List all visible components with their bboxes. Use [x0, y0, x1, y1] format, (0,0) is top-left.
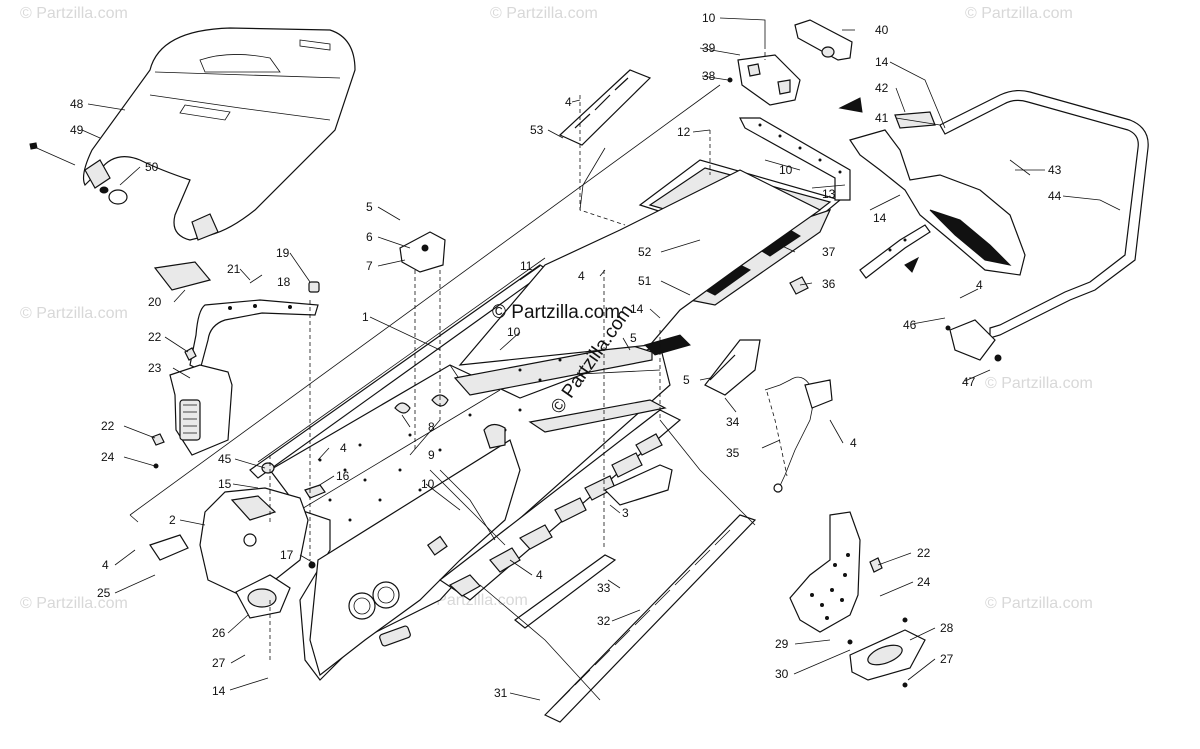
callout-4: 4: [578, 269, 585, 283]
callout-34: 34: [726, 415, 740, 429]
callout-7: 7: [366, 259, 373, 273]
callout-44: 44: [1048, 189, 1062, 203]
callout-10: 10: [421, 477, 435, 491]
callout-52: 52: [638, 245, 652, 259]
callout-10: 10: [779, 163, 793, 177]
callout-9: 9: [428, 448, 435, 462]
lower-right-parts: [514, 339, 926, 723]
callout-27: 27: [940, 652, 954, 666]
callout-24: 24: [101, 450, 115, 464]
callout-50: 50: [145, 160, 159, 174]
callout-16: 16: [336, 469, 350, 483]
callout-26: 26: [212, 626, 226, 640]
alignment-lines: [269, 45, 766, 701]
callout-22: 22: [917, 546, 931, 560]
callout-53: 53: [530, 123, 544, 137]
callout-10: 10: [702, 11, 716, 25]
callout-3: 3: [622, 506, 629, 520]
upper-right-parts: [727, 19, 1149, 362]
watermark: © Partzilla.com: [20, 5, 128, 22]
callout-2: 2: [169, 513, 176, 527]
callout-47: 47: [962, 375, 976, 389]
callout-4: 4: [565, 95, 572, 109]
callout-38: 38: [702, 69, 716, 83]
callout-4: 4: [976, 278, 983, 292]
callout-17: 17: [280, 548, 294, 562]
callout-22: 22: [148, 330, 162, 344]
callout-13: 13: [822, 187, 836, 201]
watermark-layer: © Partzilla.com © Partzilla.com © Partzi…: [20, 5, 1093, 612]
callout-41: 41: [875, 111, 889, 125]
callout-31: 31: [494, 686, 508, 700]
callout-6: 6: [366, 230, 373, 244]
callout-5: 5: [366, 200, 373, 214]
callout-30: 30: [775, 667, 789, 681]
tunnel-chassis: [249, 257, 682, 681]
seat-fasteners: [29, 142, 128, 205]
callout-4: 4: [850, 436, 857, 450]
callout-4: 4: [102, 558, 109, 572]
callout-14: 14: [212, 684, 226, 698]
callout-51: 51: [638, 274, 652, 288]
callout-33: 33: [597, 581, 611, 595]
callout-39: 39: [702, 41, 716, 55]
watermark: © Partzilla.com: [20, 595, 128, 612]
left-bracket-parts: [151, 261, 320, 469]
callout-40: 40: [875, 23, 889, 37]
callout-29: 29: [775, 637, 789, 651]
callout-21: 21: [227, 262, 241, 276]
callout-1: 1: [362, 310, 369, 324]
callout-48: 48: [70, 97, 84, 111]
callout-32: 32: [597, 614, 611, 628]
callout-28: 28: [940, 621, 954, 635]
callout-12: 12: [677, 125, 691, 139]
upper-center-parts: [399, 69, 851, 366]
callout-46: 46: [903, 318, 917, 332]
callout-18: 18: [277, 275, 291, 289]
callout-19: 19: [276, 246, 290, 260]
watermark: © Partzilla.com: [965, 5, 1073, 22]
assembly-outline: [129, 84, 721, 523]
callout-14: 14: [875, 55, 889, 69]
watermark: © Partzilla.com: [985, 595, 1093, 612]
watermark: © Partzilla.com: [20, 305, 128, 322]
callout-5: 5: [630, 331, 637, 345]
callout-15: 15: [218, 477, 232, 491]
callout-45: 45: [218, 452, 232, 466]
callout-14: 14: [873, 211, 887, 225]
callout-27: 27: [212, 656, 226, 670]
watermark: © Partzilla.com: [490, 5, 598, 22]
callout-5: 5: [683, 373, 690, 387]
callout-10: 10: [507, 325, 521, 339]
callout-11: 11: [520, 259, 533, 273]
brand-text: © Partzilla.com: [492, 302, 620, 323]
callout-42: 42: [875, 81, 889, 95]
callout-36: 36: [822, 277, 836, 291]
watermark: © Partzilla.com: [985, 375, 1093, 392]
watermark: © Partzilla.com: [420, 592, 528, 609]
callout-22: 22: [101, 419, 115, 433]
callout-4: 4: [536, 568, 543, 582]
callout-43: 43: [1048, 163, 1062, 177]
callout-37: 37: [822, 245, 836, 259]
leader-lines: [81, 17, 1121, 701]
callout-25: 25: [97, 586, 111, 600]
callout-14: 14: [630, 302, 644, 316]
callout-8: 8: [428, 420, 435, 434]
callout-35: 35: [726, 446, 740, 460]
callout-labels: 48 49 50 5 6 7 19 21 18 20 22 23 22 24 1…: [70, 11, 1062, 700]
callout-4: 4: [340, 441, 347, 455]
callout-24: 24: [917, 575, 931, 589]
seat-assembly: [82, 27, 356, 241]
callout-49: 49: [70, 123, 84, 137]
callout-23: 23: [148, 361, 162, 375]
callout-20: 20: [148, 295, 162, 309]
